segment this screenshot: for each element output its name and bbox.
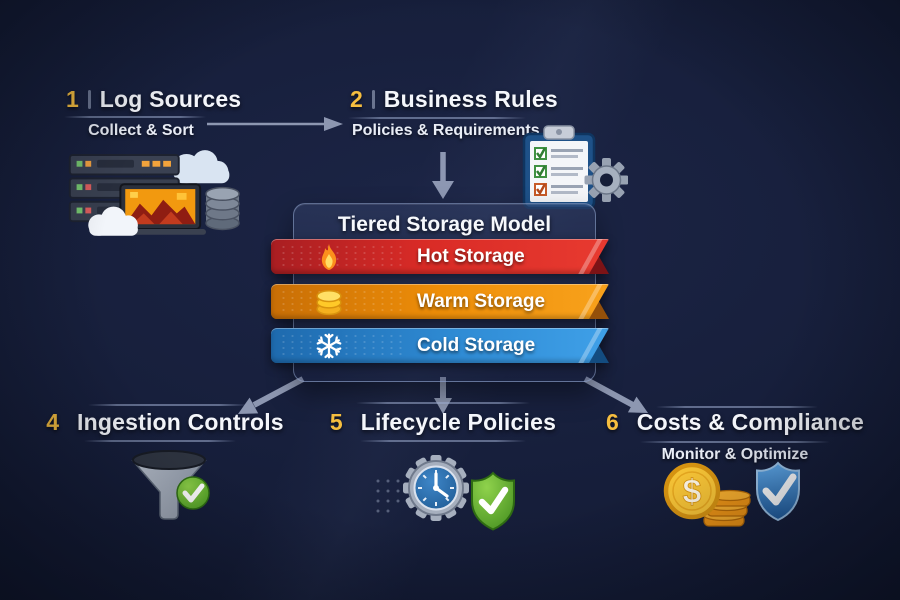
step-subtitle: Policies & Requirements <box>352 122 540 139</box>
step-costs-compliance-header: 6 Costs & Compliance <box>606 409 864 436</box>
divider-line <box>84 440 236 442</box>
tier-label: Warm Storage <box>417 291 546 312</box>
number-divider <box>371 90 375 109</box>
step-number: 1 <box>66 86 79 112</box>
shield-check-icon <box>756 461 800 522</box>
divider-line <box>640 441 830 443</box>
tier-hot-storage: Hot Storage <box>271 239 609 274</box>
funnel-icon <box>131 450 207 520</box>
clipboard-icon <box>522 125 596 210</box>
ingestion-controls-icon <box>131 450 210 520</box>
laptop-chart-icon <box>114 183 206 235</box>
check-circle-icon <box>176 476 210 510</box>
ribbon-body: Warm Storage <box>271 284 609 319</box>
step-title: Business Rules <box>383 86 558 112</box>
step-number: 4 <box>46 409 60 435</box>
divider-line <box>88 404 248 406</box>
dot-texture <box>279 244 407 269</box>
tier-warm-storage: Warm Storage <box>271 284 609 319</box>
step-lifecycle-policies-header: 5 Lifecycle Policies <box>330 409 556 436</box>
step-title: Ingestion Controls <box>77 409 284 435</box>
step-subtitle: Collect & Sort <box>88 122 194 139</box>
disk-stack-icon <box>315 288 343 316</box>
step-number: 5 <box>329 409 343 435</box>
business-rules-icon <box>522 125 628 210</box>
database-icon <box>205 186 240 231</box>
storage-model-title: Tiered Storage Model <box>337 213 552 236</box>
lifecycle-policies-icon <box>376 455 515 531</box>
gear-clock-icon <box>403 455 469 521</box>
dot-texture <box>376 479 400 513</box>
ribbon-body: Cold Storage <box>271 328 609 363</box>
dollar-coin-icon: $ <box>663 462 721 520</box>
divider-line <box>64 116 206 118</box>
tier-label: Cold Storage <box>417 335 536 356</box>
tier-label: Hot Storage <box>417 246 525 267</box>
step-title: Lifecycle Policies <box>360 409 557 435</box>
dot-texture <box>279 333 407 358</box>
step-ingestion-controls-header: 4 Ingestion Controls <box>46 409 283 436</box>
step-number: 2 <box>350 86 363 112</box>
step-log-sources-header: 1 Log Sources <box>66 86 241 113</box>
step-business-rules-header: 2 Business Rules <box>350 86 558 113</box>
log-sources-icon <box>68 150 240 236</box>
costs-compliance-icon: $ <box>663 461 800 527</box>
snowflake-icon <box>315 332 343 360</box>
dot-texture <box>279 289 407 314</box>
divider-line <box>360 440 526 442</box>
step-title: Costs & Compliance <box>636 409 865 435</box>
shield-check-icon <box>471 471 515 531</box>
flame-icon <box>315 243 343 271</box>
cloud-icon <box>88 206 138 236</box>
step-title: Log Sources <box>99 86 242 112</box>
tier-cold-storage: Cold Storage <box>271 328 609 363</box>
gear-icon <box>584 158 628 202</box>
divider-line <box>656 406 818 408</box>
ribbon-body: Hot Storage <box>271 239 609 274</box>
divider-line <box>356 402 530 404</box>
divider-line <box>348 117 526 119</box>
step-subtitle: Monitor & Optimize <box>661 446 809 463</box>
cloud-icon <box>171 150 230 184</box>
number-divider <box>87 90 91 109</box>
svg-text:$: $ <box>683 473 702 511</box>
step-number: 6 <box>605 409 619 435</box>
